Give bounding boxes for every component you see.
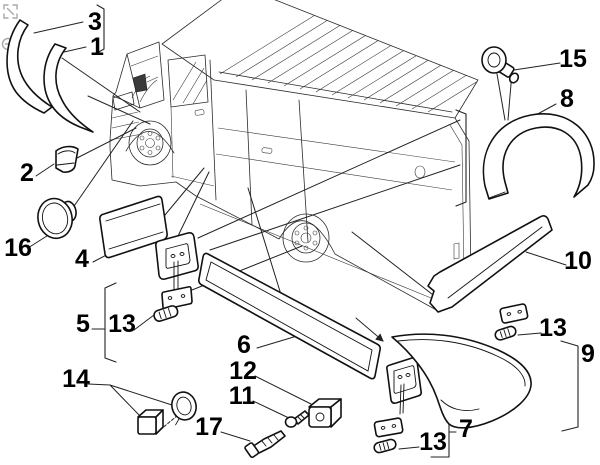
callout-2[interactable]: 2 bbox=[20, 159, 34, 187]
callout-6[interactable]: 6 bbox=[237, 331, 251, 359]
callout-14[interactable]: 14 bbox=[62, 365, 90, 393]
part-side-moulding-rear bbox=[427, 215, 553, 313]
callout-11[interactable]: 11 bbox=[229, 382, 256, 410]
callouts: 3 1 2 16 4 5 13 14 6 12 11 17 15 8 10 13… bbox=[4, 8, 595, 456]
part-screw bbox=[284, 410, 310, 428]
callout-13-right[interactable]: 13 bbox=[539, 314, 567, 342]
callout-1[interactable]: 1 bbox=[90, 33, 104, 61]
callout-13-left[interactable]: 13 bbox=[108, 310, 136, 338]
part-expansion-rivet bbox=[244, 430, 286, 459]
leader-lines bbox=[27, 4, 579, 458]
part-corner-trim bbox=[55, 145, 79, 173]
callout-13-bottom[interactable]: 13 bbox=[419, 428, 447, 456]
part-front-door-moulding bbox=[99, 195, 168, 259]
part-wheel-arch-trim-front bbox=[43, 43, 94, 133]
part-oval-clip-bottom bbox=[373, 438, 397, 454]
rear-wheel bbox=[282, 213, 330, 263]
callout-8[interactable]: 8 bbox=[560, 85, 574, 113]
callout-7[interactable]: 7 bbox=[459, 415, 473, 443]
part-round-plug bbox=[37, 197, 77, 240]
callout-9[interactable]: 9 bbox=[581, 340, 595, 368]
callout-16[interactable]: 16 bbox=[4, 234, 32, 262]
callout-5[interactable]: 5 bbox=[76, 310, 90, 338]
callout-3[interactable]: 3 bbox=[88, 8, 102, 36]
part-mounting-plate bbox=[161, 285, 193, 311]
callout-15[interactable]: 15 bbox=[559, 45, 587, 73]
part-disc-fastener bbox=[171, 391, 197, 426]
part-oval-clip-left bbox=[153, 305, 179, 322]
part-wheel-arch-trim-rear bbox=[482, 113, 595, 200]
part-mounting-plate-bottom bbox=[373, 417, 404, 438]
part-mounting-plate-right bbox=[499, 303, 529, 324]
front-wheel bbox=[128, 120, 172, 166]
callout-17[interactable]: 17 bbox=[195, 413, 223, 441]
part-wheel-arch-trim-front-outer bbox=[6, 19, 53, 114]
callout-12[interactable]: 12 bbox=[229, 357, 257, 385]
fit-view-icon[interactable] bbox=[3, 4, 18, 19]
callout-4[interactable]: 4 bbox=[75, 245, 89, 273]
side-mirror bbox=[132, 73, 148, 93]
part-clip-plate bbox=[155, 232, 199, 291]
part-clip-nut bbox=[308, 398, 342, 428]
callout-10[interactable]: 10 bbox=[564, 247, 592, 275]
parts bbox=[6, 19, 595, 459]
part-rear-door-plate bbox=[386, 357, 422, 415]
part-push-pin-fastener bbox=[481, 46, 520, 84]
part-square-clip bbox=[137, 409, 164, 435]
part-side-moulding-long bbox=[198, 252, 381, 380]
part-rear-corner-deflector bbox=[391, 333, 532, 429]
part-oval-clip-right bbox=[494, 325, 517, 341]
